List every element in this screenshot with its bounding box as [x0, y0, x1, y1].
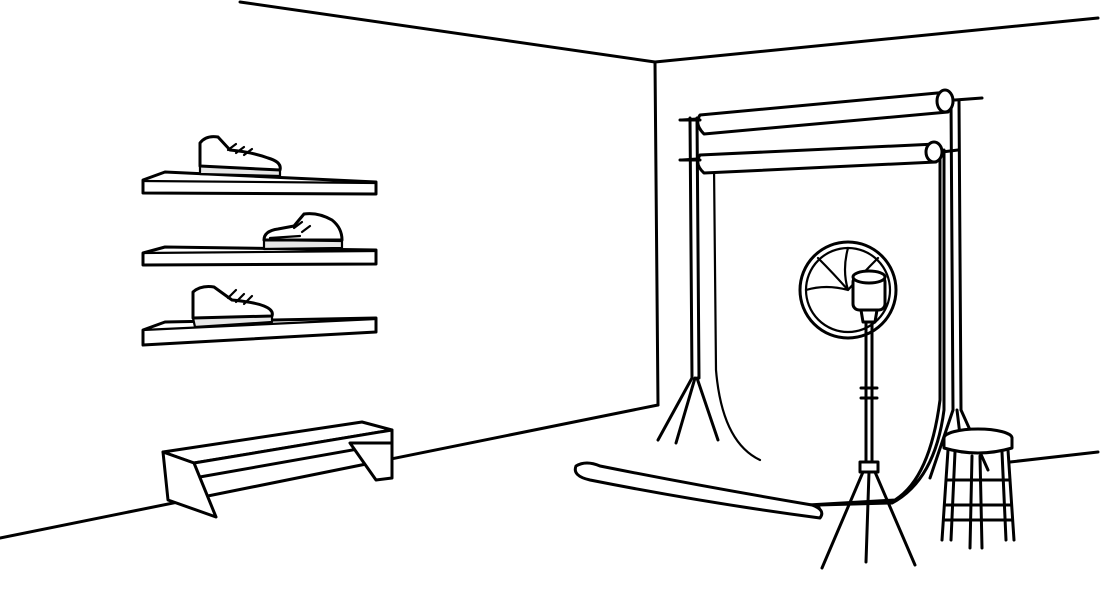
room-walls: [0, 0, 1100, 540]
shelf-top: [141, 170, 378, 196]
studio-light: [798, 240, 917, 570]
floor-right-edge: [1008, 450, 1100, 464]
shelf-middle: [141, 245, 378, 267]
floor-left-edge: [0, 403, 660, 540]
sneaker-middle: [262, 212, 344, 251]
light-tripod: [820, 470, 917, 570]
backdrop-roll-top: [678, 88, 984, 136]
paper-backdrop-floor-curl: [573, 461, 824, 520]
sneaker-top: [198, 135, 282, 178]
bench: [161, 420, 394, 519]
ceiling-right-edge: [653, 16, 1100, 64]
paper-backdrop-fold: [712, 163, 762, 462]
sneaker-bottom: [191, 285, 274, 329]
bench-right-leg: [348, 441, 394, 482]
bench-left-leg: [161, 450, 218, 519]
light-pole: [864, 320, 874, 464]
stool: [940, 427, 1016, 550]
ceiling-left-edge: [238, 0, 657, 64]
backdrop-roll-second: [678, 140, 960, 175]
wall-corner-edge: [653, 60, 660, 407]
paper-backdrop-sheet: [578, 148, 946, 518]
